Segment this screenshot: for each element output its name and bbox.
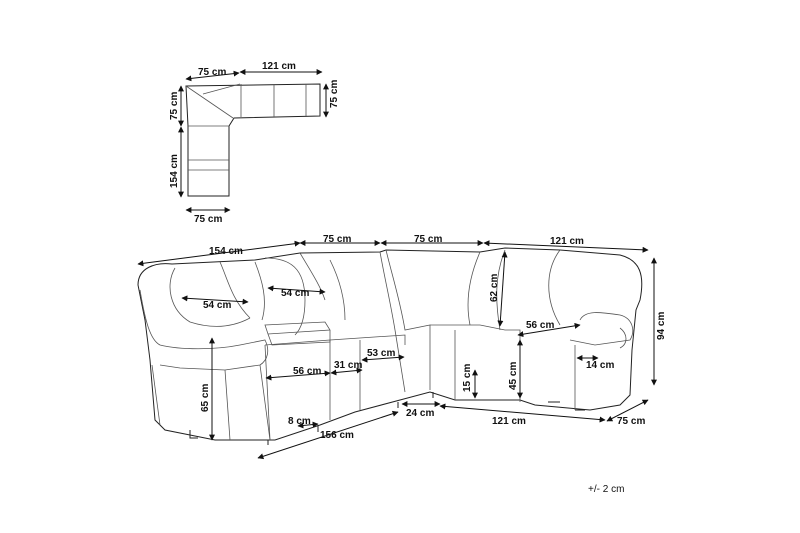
label-24: 24 cm xyxy=(406,408,434,419)
tolerance-note: +/- 2 cm xyxy=(588,484,624,495)
right-detail xyxy=(454,327,627,410)
dim-top-left-width xyxy=(185,70,240,82)
dim-56-right xyxy=(517,322,581,338)
dim-62 xyxy=(497,251,508,327)
label-53: 53 cm xyxy=(367,348,395,359)
top-view: 75 cm 121 cm 75 cm 75 cm 154 cm 75 cm xyxy=(169,61,340,225)
left-armrest xyxy=(139,289,269,371)
label-156: 156 cm xyxy=(320,430,354,441)
middle-back-cushions xyxy=(299,251,396,331)
dim-75-bottom xyxy=(606,399,649,422)
label-75-bottom: 75 cm xyxy=(617,416,645,427)
label-54-mid: 54 cm xyxy=(281,288,309,299)
dim-156 xyxy=(257,410,399,460)
label-56-left: 56 cm xyxy=(293,366,321,377)
label-75a: 75 cm xyxy=(323,234,351,245)
label-left-length: 154 cm xyxy=(169,154,180,188)
console xyxy=(264,321,331,346)
top-view-seams xyxy=(185,83,307,171)
label-top-left-width: 75 cm xyxy=(198,67,226,78)
label-121: 121 cm xyxy=(550,236,584,247)
label-15: 15 cm xyxy=(462,364,473,392)
label-45: 45 cm xyxy=(508,362,519,390)
label-154: 154 cm xyxy=(209,246,243,257)
dim-121-bottom xyxy=(439,403,606,423)
dim-53 xyxy=(361,354,405,363)
label-14: 14 cm xyxy=(586,360,614,371)
label-top-length: 121 cm xyxy=(262,61,296,72)
dim-56-left xyxy=(265,370,331,381)
label-121-bottom: 121 cm xyxy=(492,416,526,427)
left-side-lines xyxy=(151,364,271,441)
front-view: 154 cm 75 cm 75 cm 121 cm 62 cm 94 cm 54… xyxy=(137,234,667,460)
label-31: 31 cm xyxy=(334,360,362,371)
label-65: 65 cm xyxy=(200,384,211,412)
label-75b: 75 cm xyxy=(414,234,442,245)
dim-54-mid xyxy=(267,285,326,295)
label-54-left: 54 cm xyxy=(203,300,231,311)
label-8: 8 cm xyxy=(288,416,311,427)
label-62: 62 cm xyxy=(489,274,500,302)
label-left-corner-depth: 75 cm xyxy=(169,92,180,120)
dim-121 xyxy=(483,240,649,253)
label-bottom-width: 75 cm xyxy=(194,214,222,225)
label-56-right: 56 cm xyxy=(526,320,554,331)
label-top-right-depth: 75 cm xyxy=(329,80,340,108)
right-seats xyxy=(479,249,634,402)
middle-seats xyxy=(264,329,406,441)
sofa-outline xyxy=(137,247,643,441)
dim-54-left xyxy=(181,295,249,305)
label-94: 94 cm xyxy=(656,312,667,340)
dim-154 xyxy=(137,240,301,267)
left-back-cushions xyxy=(169,257,306,336)
corner-seat xyxy=(385,249,481,390)
top-view-outline xyxy=(185,83,321,197)
dim-31 xyxy=(330,367,363,376)
